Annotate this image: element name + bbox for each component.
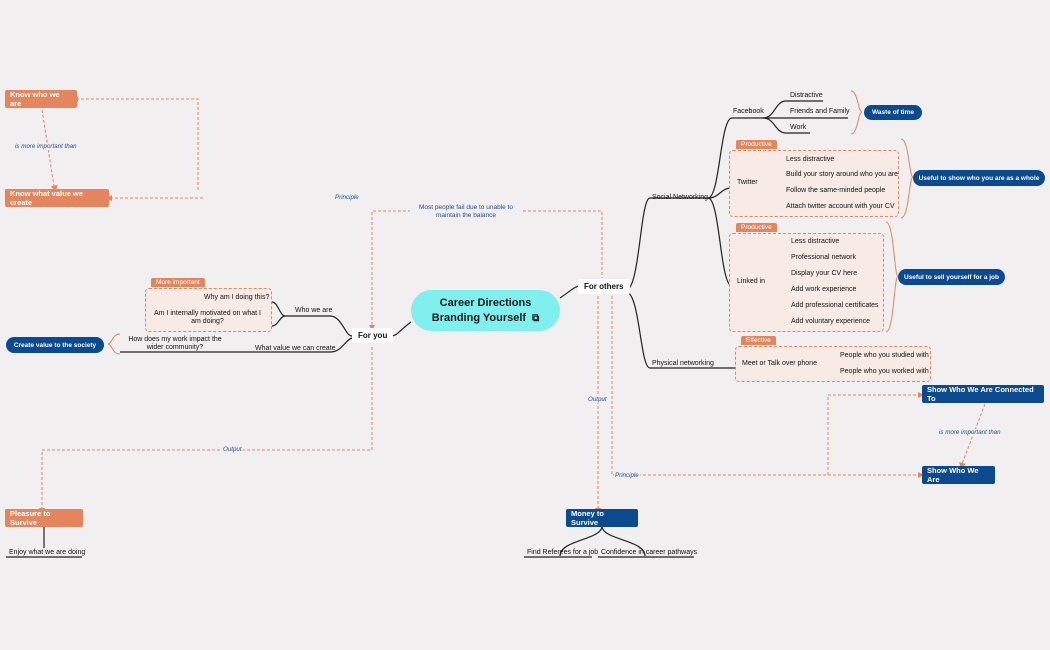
know-what-value-node[interactable]: Know what value we create [5,189,109,207]
left-principle-label: Principle [334,194,360,201]
li-work-experience[interactable]: Add work experience [791,286,857,293]
fb-work[interactable]: Work [790,124,807,131]
who-we-are-label[interactable]: Who we are [295,307,333,314]
li-professional-network[interactable]: Professional network [791,254,856,261]
create-value-summary[interactable]: Create value to the society [6,337,104,353]
li-certificates[interactable]: Add professional certificates [791,302,879,309]
twitter-summary[interactable]: Useful to show who you are as a whole [913,170,1045,186]
center-title-line1: Career Directions [439,297,532,310]
know-who-we-are-node[interactable]: Know who we are [5,90,77,108]
left-more-important-label: is more important than [14,143,78,150]
enjoy-item[interactable]: Enjoy what we are doing [9,549,86,556]
twitter-productive-tag: Productive [736,140,777,149]
center-topic[interactable]: Career Directions Branding Yourself⧉ [411,290,560,331]
branch-for-you[interactable]: For you [352,328,394,343]
left-output-label: Output [222,446,243,453]
external-link-icon[interactable]: ⧉ [532,312,540,324]
li-less-distractive[interactable]: Less distractive [791,238,840,245]
facebook-label[interactable]: Facebook [733,108,764,115]
linkedin-summary[interactable]: Useful to sell yourself for a job [898,269,1005,285]
tw-less-distractive[interactable]: Less distractive [786,156,835,163]
right-output-label: Output [587,396,608,403]
li-display-cv[interactable]: Display your CV here [791,270,858,277]
meet-talk-item[interactable]: Meet or Talk over phone [742,360,817,367]
wider-community-item[interactable]: How does my work impact the wider commun… [128,336,222,351]
physical-networking-label[interactable]: Physical networking [652,360,714,367]
show-connected-node[interactable]: Show Who We Are Connected To [922,385,1044,403]
linkedin-label[interactable]: Linked in [737,278,766,285]
branch-for-others[interactable]: For others [578,279,630,294]
twitter-group [729,150,899,217]
effective-tag: Effective [741,336,776,345]
pleasure-to-survive-node[interactable]: Pleasure to Survive [5,509,83,527]
waste-of-time-summary[interactable]: Waste of time [864,105,922,120]
li-voluntary[interactable]: Add voluntary experience [791,318,870,325]
worked-with-item[interactable]: People who you worked with [840,368,929,375]
internally-motivated-item[interactable]: Am I internally motivated on what I am d… [154,310,261,325]
twitter-label[interactable]: Twitter [737,179,758,186]
money-to-survive-node[interactable]: Money to Survive [566,509,638,527]
linkedin-group [729,233,884,332]
tw-build-story[interactable]: Build your story around who you are [786,171,899,178]
confidence-item[interactable]: Confidence in career pathways [601,549,698,556]
show-who-node[interactable]: Show Who We Are [922,466,995,484]
what-value-label[interactable]: What value we can create [255,345,336,352]
fb-distractive[interactable]: Distractive [790,92,823,99]
center-title-line2: Branding Yourself⧉ [431,311,540,324]
more-important-tag: More important [151,278,205,287]
social-networking-label[interactable]: Social Networking [652,194,709,201]
why-doing-item[interactable]: Why am I doing this? [204,294,270,301]
tw-attach[interactable]: Attach twitter account with your CV [786,203,895,210]
more-important-group [145,288,272,332]
right-more-important-label: is more important than [938,429,1002,436]
right-principle-label: Principle [614,472,640,479]
physical-group [735,346,931,382]
balance-label: Most people fail due to unable to mainta… [410,204,522,220]
fb-friends[interactable]: Friends and Family [790,108,850,115]
linkedin-productive-tag: Productive [736,223,777,232]
find-referees-item[interactable]: Find Referees for a job [527,549,599,556]
tw-follow[interactable]: Follow the same-minded people [786,187,886,194]
studied-with-item[interactable]: People who you studied with [840,352,929,359]
